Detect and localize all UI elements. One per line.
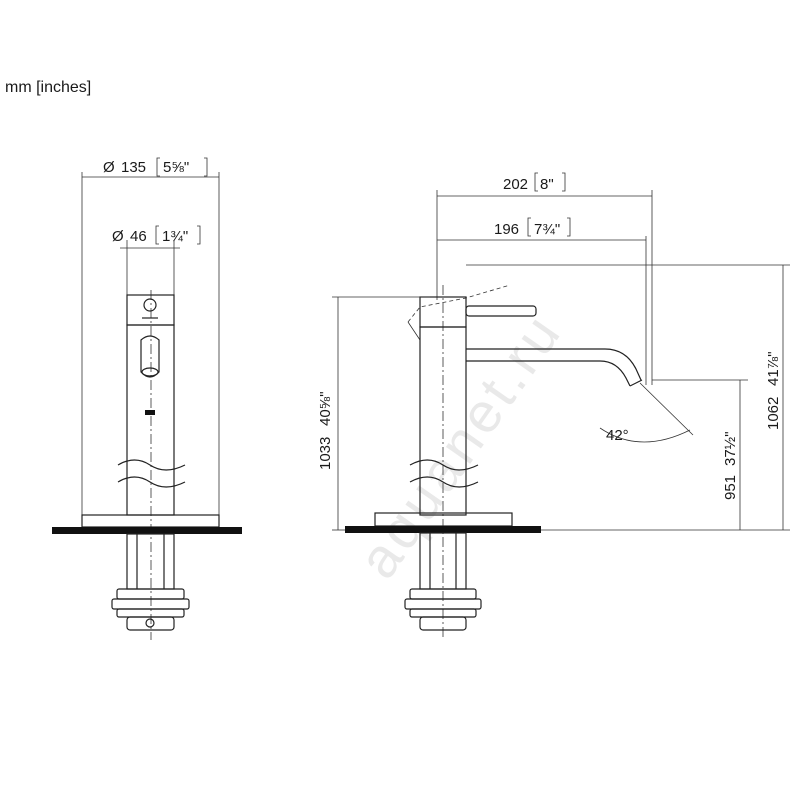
total-height-dimension: 1062 41⅞": [765, 351, 782, 430]
total-height-inches: 41⅞": [765, 351, 782, 386]
spout-height-inches: 37½": [722, 431, 739, 466]
angle-label: 42°: [606, 427, 629, 444]
watermark: aquanet.ru: [346, 301, 574, 589]
inner-diameter-symbol: Ø: [112, 228, 124, 245]
inner-diameter-mm: 46: [130, 228, 147, 245]
height-to-lever-mm: 1033: [317, 437, 334, 470]
spout-reach-inches: 7¾": [534, 221, 560, 238]
outer-diameter-mm: 135: [121, 159, 146, 176]
side-view: 202 8" 196 7¾": [332, 172, 790, 640]
inner-diameter-inches: 1¾": [162, 228, 188, 245]
spout-reach-mm: 196: [494, 221, 519, 238]
height-to-lever-inches: 40⅝": [317, 391, 334, 426]
front-view: Ø 135 5⅝" Ø 46 1¾": [52, 157, 242, 640]
overall-reach-mm: 202: [503, 176, 528, 193]
units-label: mm [inches]: [5, 79, 91, 96]
total-height-mm: 1062: [765, 397, 782, 430]
overall-reach-inches: 8": [540, 176, 554, 193]
spout-height-mm: 951: [722, 475, 739, 500]
spout-height-dimension: 951 37½": [722, 431, 739, 500]
outer-diameter-inches: 5⅝": [163, 159, 189, 176]
outer-diameter-symbol: Ø: [103, 159, 115, 176]
height-to-lever-dimension: 1033 40⅝": [317, 391, 334, 470]
